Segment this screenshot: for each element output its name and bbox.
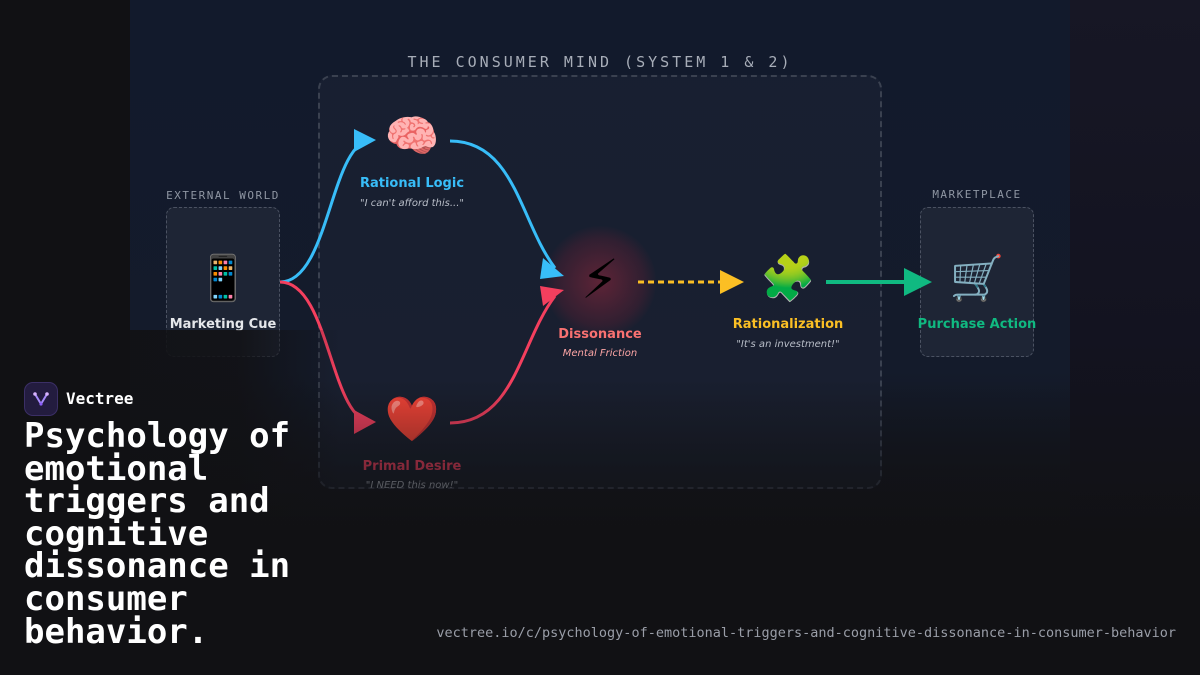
vectree-logo-glyph <box>33 392 49 406</box>
desire-to-dissonance-path <box>449 295 557 425</box>
source-url[interactable]: vectree.io/c/psychology-of-emotional-tri… <box>436 625 1176 641</box>
dissonance-subtitle: Mental Friction <box>562 348 638 359</box>
rationalization-title: Rationalization <box>732 317 844 332</box>
consumer-mind-label: THE CONSUMER MIND (SYSTEM 1 & 2) <box>407 53 793 71</box>
dissonance-to-rationalization-arrowhead <box>720 270 744 294</box>
vectree-logo-icon <box>24 382 58 416</box>
marketplace-label: MARKETPLACE <box>932 188 1022 201</box>
external-world-label: EXTERNAL WORLD <box>166 189 280 202</box>
cue-to-logic-arrowhead <box>354 129 376 152</box>
rational-logic-quote: "I can't afford this..." <box>359 198 465 209</box>
rationalization-quote: "It's an investment!" <box>736 339 840 350</box>
rationalization-to-purchase-arrowhead <box>904 268 932 296</box>
marketing-cue-title: Marketing Cue <box>169 317 277 332</box>
cue-to-desire-path <box>279 280 373 424</box>
marketplace-box <box>920 207 1034 357</box>
headline: Psychology of emotional triggers and cog… <box>24 416 291 652</box>
phone-icon: 📱 <box>195 253 251 304</box>
desire-to-dissonance-arrowhead <box>540 286 564 306</box>
heart-icon: ❤️ <box>384 394 440 445</box>
rational-logic-title: Rational Logic <box>359 176 465 191</box>
cue-to-logic-path <box>279 138 373 284</box>
brand-name: Vectree <box>66 389 134 408</box>
logic-to-dissonance-arrowhead <box>540 258 564 279</box>
purchase-action-title: Purchase Action <box>917 317 1037 332</box>
dissonance-glow <box>544 226 656 338</box>
logic-to-dissonance-path <box>449 139 557 269</box>
puzzle-piece-icon: 🧩 <box>760 253 816 304</box>
shopping-cart-icon: 🛒 <box>949 253 1005 304</box>
lightning-icon: ⚡ <box>581 248 619 311</box>
primal-desire-quote: "I NEED this now!" <box>365 480 459 491</box>
primal-desire-title: Primal Desire <box>362 459 462 474</box>
dissonance-title: Dissonance <box>558 327 642 342</box>
brain-icon: 🧠 <box>384 111 440 162</box>
right-background <box>1070 0 1200 675</box>
